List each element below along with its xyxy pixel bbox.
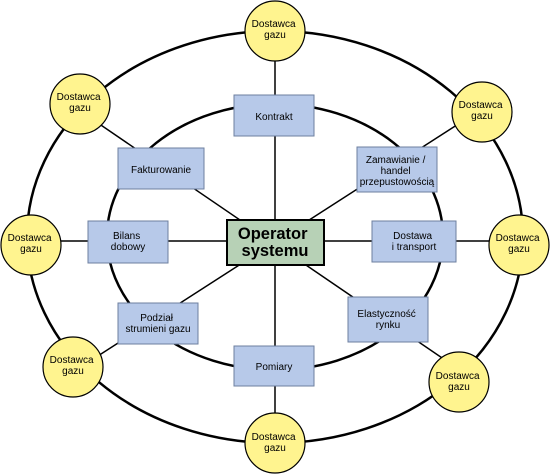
center-box [226,219,325,266]
service-podzial: Podział strumieni gazu [117,302,199,345]
service-box [233,94,315,137]
service-zamawianie: Zamawianie / handel przepustowością [356,146,438,193]
supplier-label: Dostawca gazu [50,355,97,377]
service-label: Bilans dobowy [111,231,145,253]
service-box [117,302,199,345]
service-kontrakt: Kontrakt [233,94,315,137]
supplier-label: Dostawca gazu [496,233,543,255]
supplier-circle [244,412,306,474]
supplier-top-right: Dostawca gazu [451,81,513,143]
supplier-bottom-right: Dostawca gazu [428,351,490,413]
service-elastycznosc: Elastyczność rynku [347,296,429,343]
service-label: Elastyczność rynku [357,309,418,331]
supplier-circle [244,0,306,62]
center-label: Operator systemu [238,225,312,260]
supplier-circle [0,214,62,276]
service-box [356,146,438,193]
supplier-circle [49,73,111,135]
supplier-top-left: Dostawca gazu [49,73,111,135]
supplier-circle [488,214,550,276]
supplier-label: Dostawca gazu [436,371,483,393]
service-label: Dostawa i transport [392,231,437,253]
service-pomiary: Pomiary [233,345,315,387]
service-label: Kontrakt [255,112,292,123]
supplier-label: Dostawca gazu [252,19,299,41]
service-label: Pomiary [256,362,293,373]
service-label: Zamawianie / handel przepustowością [360,155,435,188]
service-dostawa: Dostawa i transport [371,220,457,263]
service-box [117,147,205,190]
service-box [87,220,169,264]
supplier-label: Dostawca gazu [8,233,55,255]
supplier-left: Dostawca gazu [0,214,62,276]
supplier-circle [428,351,490,413]
supplier-label: Dostawca gazu [459,100,506,122]
service-bilans: Bilans dobowy [87,220,169,264]
supplier-right: Dostawca gazu [488,214,550,276]
service-box [347,296,429,343]
supplier-label: Dostawca gazu [252,432,299,454]
service-box [233,345,315,387]
supplier-bottom: Dostawca gazu [244,412,306,474]
service-box [371,220,457,263]
service-label: Podział strumieni gazu [125,313,190,335]
center-operator: Operator systemu [226,219,325,266]
supplier-label: Dostawca gazu [57,92,104,114]
supplier-top: Dostawca gazu [244,0,306,62]
supplier-circle [42,336,104,398]
supplier-circle [451,81,513,143]
service-fakturowanie: Fakturowanie [117,147,205,190]
supplier-bottom-left: Dostawca gazu [42,336,104,398]
service-label: Fakturowanie [131,165,191,176]
